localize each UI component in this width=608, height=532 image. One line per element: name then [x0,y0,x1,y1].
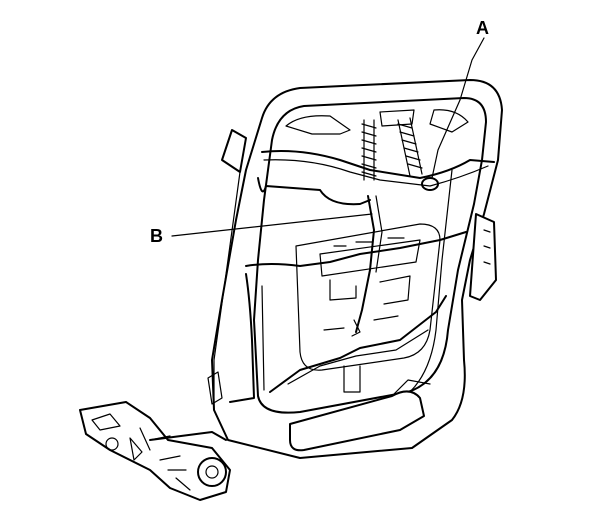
lumbar-plate [295,223,441,393]
wire-clip-a [421,177,439,191]
leader-a [431,37,485,179]
center-vertical-wire [351,195,383,337]
lower-panel [289,379,431,452]
spring-right [397,117,423,177]
callout-label-a: A [476,18,489,38]
recliner-mechanism [79,401,231,501]
spring-left [361,119,377,181]
callout-label-b: B [150,226,163,246]
side-wire-left [229,177,371,403]
cross-wires [245,231,467,393]
upper-wire [261,150,495,187]
frame-tube [253,97,487,414]
right-bracket [469,213,497,301]
leader-b [171,213,373,237]
